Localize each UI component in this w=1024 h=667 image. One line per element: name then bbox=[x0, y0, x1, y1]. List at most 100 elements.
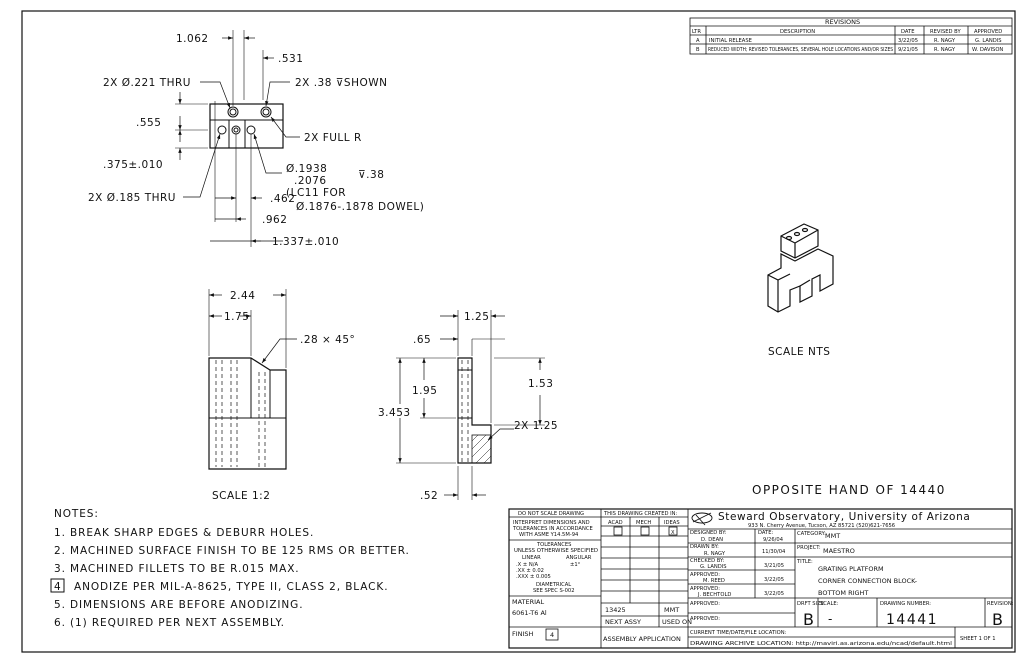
rev-b-desc: REDUCED WIDTH; REVISED TOLERANCES, SEVER… bbox=[708, 47, 893, 53]
note-1: 1. BREAK SHARP EDGES & DEBURR HOLES. bbox=[54, 527, 314, 539]
unless-specified: UNLESS OTHERWISE SPECIFIED bbox=[514, 548, 598, 554]
approved-4-label: APPROVED: bbox=[690, 616, 720, 622]
title-label: TITLE: bbox=[796, 559, 813, 565]
used-on-label: USED ON bbox=[662, 618, 692, 626]
dim-375: .375±.010 bbox=[103, 159, 163, 171]
approved-2-label: APPROVED: bbox=[690, 586, 720, 592]
interpret-line-2: TOLERANCES IN ACCORDANCE bbox=[512, 526, 593, 532]
tol-x: .X ± N/A bbox=[516, 562, 538, 568]
top-view bbox=[175, 30, 300, 247]
front-view-scale: SCALE 1:2 bbox=[212, 490, 270, 502]
tol-angular: ±1° bbox=[570, 562, 581, 568]
dim-lc11: (LC11 FOR bbox=[286, 187, 346, 199]
rev-col-revised-by: REVISED BY bbox=[930, 29, 961, 35]
designed-date: 9/26/04 bbox=[763, 537, 784, 543]
checked-by-label: CHECKED BY: bbox=[690, 558, 724, 564]
rev-a-desc: INITIAL RELEASE bbox=[709, 38, 752, 44]
scale-value: - bbox=[828, 612, 832, 626]
dim-bore-depth: ⊽.38 bbox=[358, 169, 384, 181]
dim-555: .555 bbox=[136, 117, 161, 129]
revision-label: REVISION: bbox=[987, 601, 1014, 607]
rev-col-ltr: LTR bbox=[692, 29, 701, 35]
do-not-scale: DO NOT SCALE DRAWING bbox=[518, 511, 584, 517]
note-6: 6. (1) REQUIRED PER NEXT ASSEMBLY. bbox=[54, 617, 285, 629]
dim-3453: 3.453 bbox=[378, 407, 411, 419]
rev-b-ltr: B bbox=[696, 47, 700, 53]
note-2: 2. MACHINED SURFACE FINISH TO BE 125 RMS… bbox=[54, 545, 410, 557]
iso-scale: SCALE NTS bbox=[768, 346, 830, 358]
tolerances-label: TOLERANCES bbox=[536, 542, 571, 548]
note-4-number: 4 bbox=[54, 581, 62, 593]
dim-195: 1.95 bbox=[412, 385, 437, 397]
revisions-table bbox=[689, 17, 1013, 55]
interpret-line-1: INTERPRET DIMENSIONS AND bbox=[513, 520, 590, 526]
opposite-hand-note: OPPOSITE HAND OF 14440 bbox=[752, 483, 946, 497]
observatory-logo bbox=[691, 512, 713, 526]
scale-label: SCALE: bbox=[820, 601, 839, 607]
date-label: DATE: bbox=[758, 530, 773, 536]
dim-hole-221: 2X Ø.221 THRU bbox=[103, 77, 191, 89]
rev-col-description: DESCRIPTION bbox=[780, 29, 815, 35]
rev-a-ltr: A bbox=[696, 38, 700, 44]
note-4-flag bbox=[50, 578, 65, 593]
designed-by-label: DESIGNED BY: bbox=[690, 530, 727, 536]
linear-label: LINEAR bbox=[522, 555, 541, 561]
dim-1062: 1.062 bbox=[176, 33, 209, 45]
organization-name: Steward Observatory, University of Arizo… bbox=[718, 511, 970, 523]
created-in-label: THIS DRAWING CREATED IN: bbox=[603, 511, 678, 517]
used-on-value: MMT bbox=[664, 606, 679, 614]
material-value: 6061-T6 Al bbox=[512, 609, 547, 617]
finish-flag-box bbox=[545, 628, 559, 641]
checked-by: G. LANDIS bbox=[700, 564, 727, 570]
dim-depth-38: 2X .38 ⊽SHOWN bbox=[295, 77, 388, 89]
dim-52: .52 bbox=[420, 490, 438, 502]
dim-244: 2.44 bbox=[230, 290, 255, 302]
note-5: 5. DIMENSIONS ARE BEFORE ANODIZING. bbox=[54, 599, 303, 611]
tol-xxx: .XXX ± 0.005 bbox=[516, 574, 551, 580]
notes: NOTES: 1. BREAK SHARP EDGES & DEBURR HOL… bbox=[50, 508, 410, 629]
size-label: DRFT SIZE bbox=[797, 601, 824, 607]
dim-2x-125: 2X 1.25 bbox=[514, 420, 558, 432]
next-assy-value: 13425 bbox=[605, 606, 626, 614]
title-line-1: GRATING PLATFORM bbox=[818, 565, 884, 573]
dim-1337: 1.337±.010 bbox=[272, 236, 339, 248]
dim-full-r: 2X FULL R bbox=[304, 132, 362, 144]
dim-bore-bottom: .2076 bbox=[294, 175, 327, 187]
isometric-view bbox=[767, 223, 834, 313]
angular-label: ANGULAR bbox=[566, 555, 592, 561]
diametrical-label: DIAMETRICAL bbox=[536, 582, 571, 588]
ideas-checked: X bbox=[671, 530, 675, 536]
rev-b-date: 9/21/05 bbox=[898, 47, 918, 53]
checked-date: 3/21/05 bbox=[764, 563, 784, 569]
rev-a-approved: G. LANDIS bbox=[975, 38, 1002, 44]
dim-153: 1.53 bbox=[528, 378, 553, 390]
project-value: MAESTRO bbox=[823, 547, 855, 555]
category-label: CATEGORY: bbox=[797, 531, 826, 537]
interpret-line-3: WITH ASME Y14.5M-94 bbox=[519, 532, 579, 538]
organization-address: 933 N. Cherry Avenue, Tucson, AZ 85721 (… bbox=[748, 523, 895, 529]
rev-a-by: R. NAGY bbox=[934, 38, 956, 44]
next-assy-label: NEXT ASSY bbox=[605, 618, 641, 626]
rev-col-approved: APPROVED bbox=[974, 29, 1002, 35]
designed-by: D. DEAN bbox=[701, 537, 723, 543]
drawing-number: 14441 bbox=[886, 612, 938, 628]
dim-962: .962 bbox=[262, 214, 287, 226]
dwg-no-label: DRAWING NUMBER: bbox=[880, 601, 931, 607]
rev-b-by: R. NAGY bbox=[934, 47, 956, 53]
drawn-by: R. NAGY bbox=[704, 551, 726, 557]
approved-2: J. BECHTOLD bbox=[697, 592, 731, 598]
dim-hole-185: 2X Ø.185 THRU bbox=[88, 192, 176, 204]
rev-b-approved: W. DAVISON bbox=[972, 47, 1003, 53]
finish-label: FINISH bbox=[512, 630, 534, 638]
category-value: MMT bbox=[825, 532, 840, 540]
software-acad: ACAD bbox=[608, 520, 623, 526]
archive-location: DRAWING ARCHIVE LOCATION: http://maviri.… bbox=[690, 641, 952, 647]
notes-heading: NOTES: bbox=[54, 508, 99, 520]
dim-65: .65 bbox=[413, 334, 431, 346]
dim-dowel: Ø.1876-.1878 DOWEL) bbox=[296, 201, 424, 213]
sheet-border bbox=[21, 10, 1016, 653]
note-3: 3. MACHINED FILLETS TO BE R.015 MAX. bbox=[54, 563, 300, 575]
material-label: MATERIAL bbox=[512, 598, 545, 606]
